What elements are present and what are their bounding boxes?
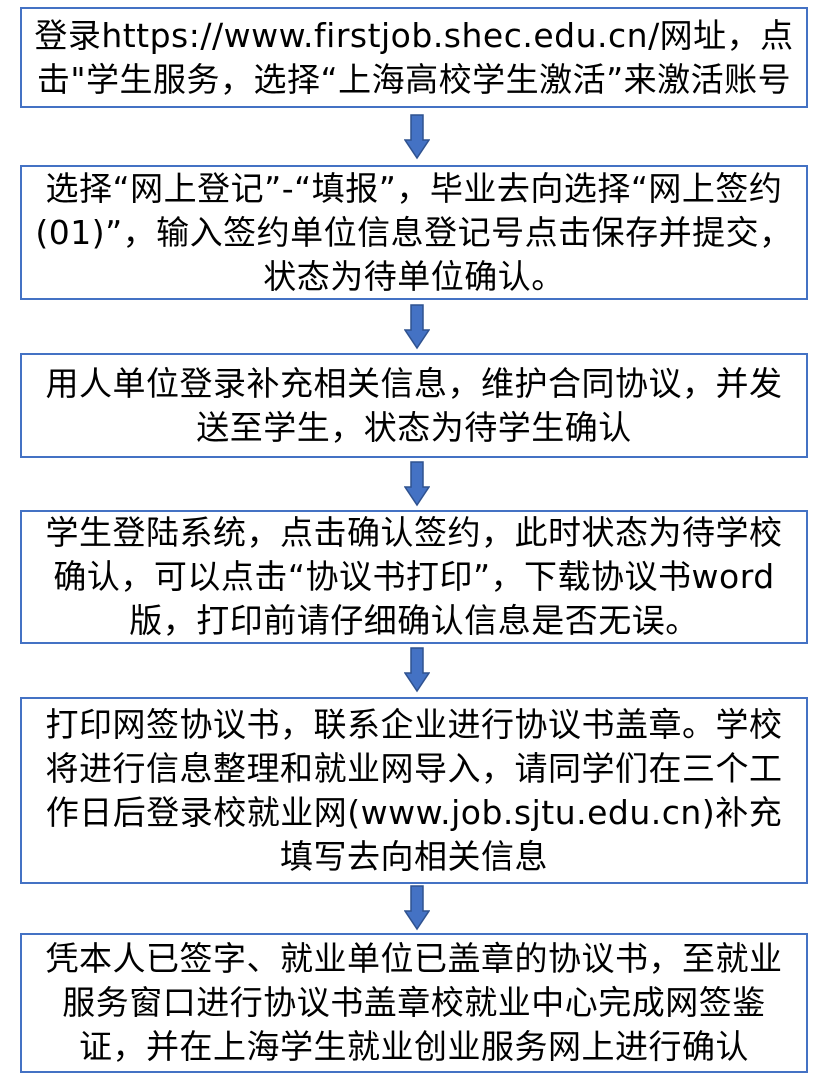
step-1-box: 登录https://www.firstjob.shec.edu.cn/网址，点击… [20, 7, 808, 108]
step-2-box: 选择“网上登记”-“填报”，毕业去向选择“网上签约(01)”，输入签约单位信息登… [20, 165, 808, 300]
step-5-text: 打印网签协议书，联系企业进行协议书盖章。学校将进行信息整理和就业网导入，请同学们… [45, 704, 783, 876]
step-3-box: 用人单位登录补充相关信息，维护合同协议，并发送至学生，状态为待学生确认 [20, 353, 808, 458]
down-arrow-icon [404, 461, 430, 507]
down-arrow-icon [404, 304, 430, 350]
step-3-text: 用人单位登录补充相关信息，维护合同协议，并发送至学生，状态为待学生确认 [45, 363, 783, 447]
down-arrow-icon [404, 647, 430, 693]
down-arrow-icon [404, 885, 430, 931]
step-4-text: 学生登陆系统，点击确认签约，此时状态为待学校确认，可以点击“协议书打印”，下载协… [45, 513, 783, 640]
step-6-text: 凭本人已签字、就业单位已盖章的协议书，至就业服务窗口进行协议书盖章校就业中心完成… [45, 939, 783, 1066]
step-1-text: 登录https://www.firstjob.shec.edu.cn/网址，点击… [34, 15, 794, 99]
step-2-text: 选择“网上登记”-“填报”，毕业去向选择“网上签约(01)”，输入签约单位信息登… [35, 168, 793, 296]
step-6-box: 凭本人已签字、就业单位已盖章的协议书，至就业服务窗口进行协议书盖章校就业中心完成… [20, 933, 808, 1073]
down-arrow-icon [404, 114, 430, 160]
step-4-box: 学生登陆系统，点击确认签约，此时状态为待学校确认，可以点击“协议书打印”，下载协… [20, 510, 808, 644]
step-5-box: 打印网签协议书，联系企业进行协议书盖章。学校将进行信息整理和就业网导入，请同学们… [20, 697, 808, 884]
